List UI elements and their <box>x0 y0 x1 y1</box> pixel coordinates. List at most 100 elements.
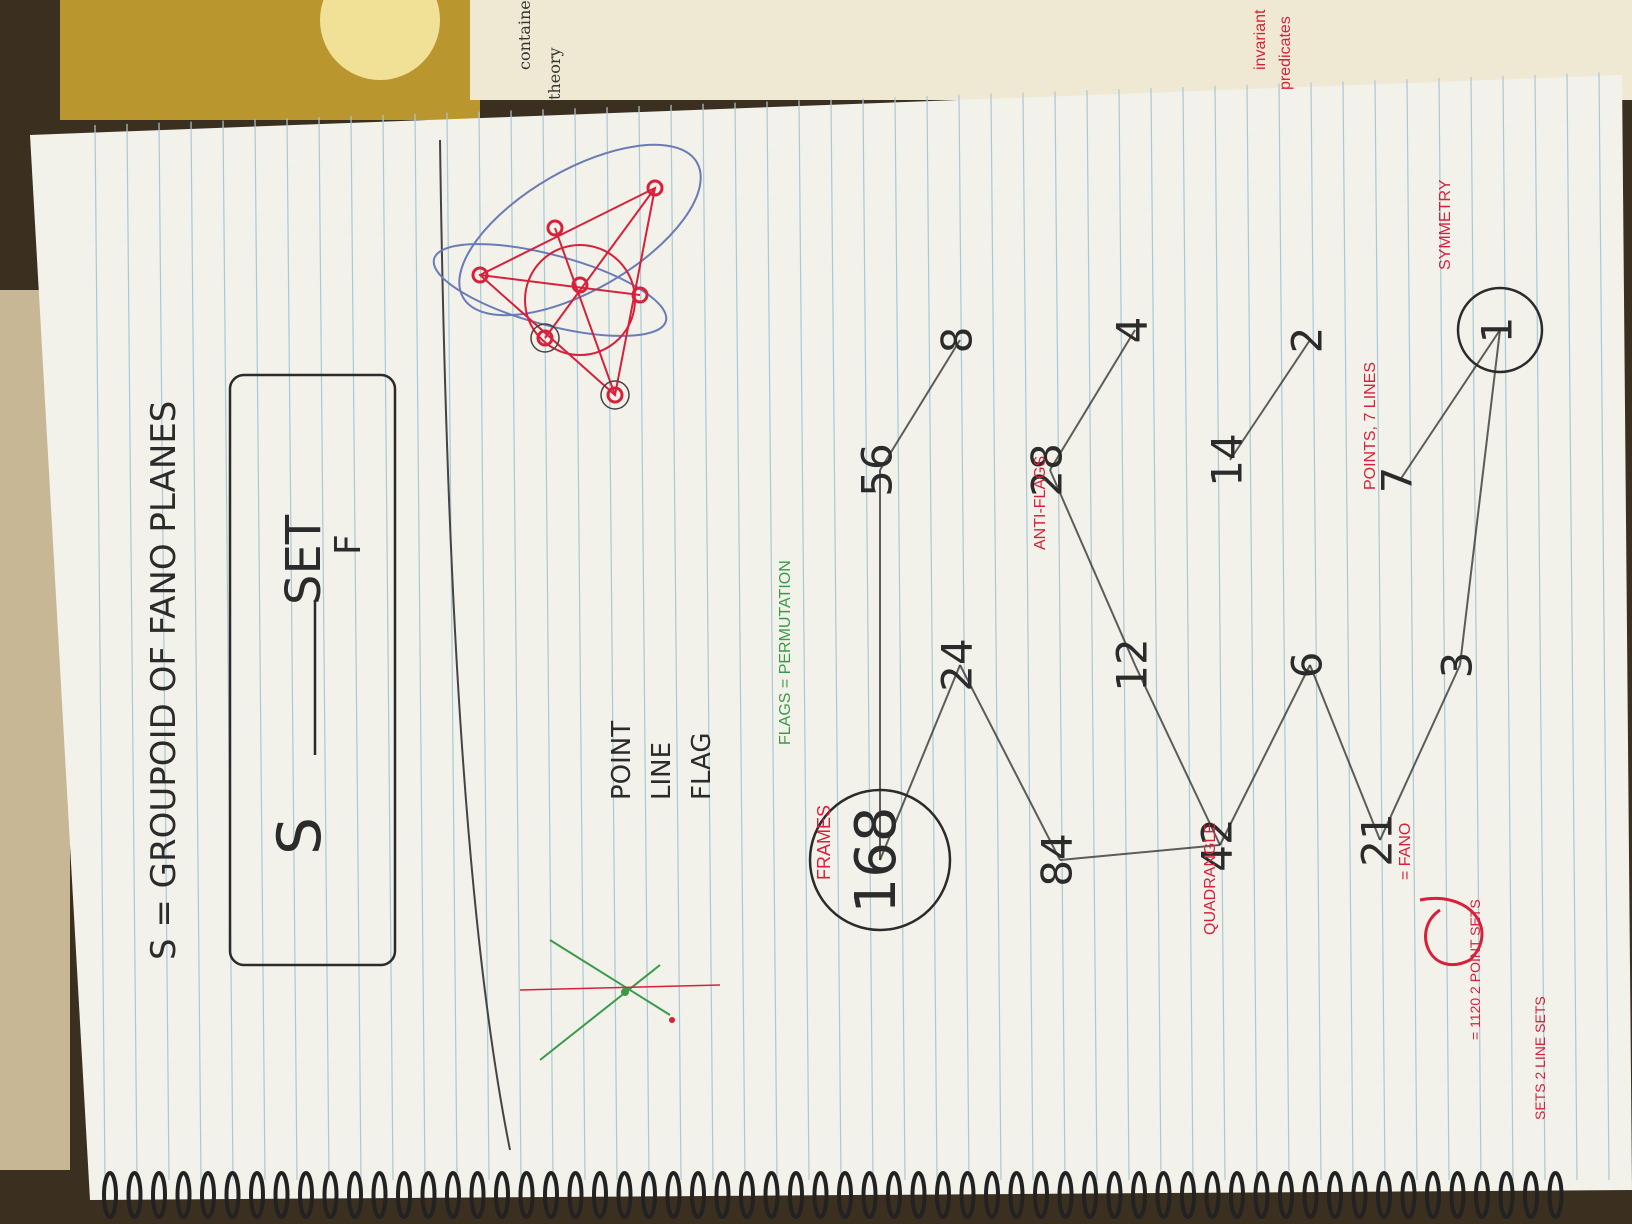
label-flag: FLAG <box>687 732 717 800</box>
ruled-line <box>798 100 810 1181</box>
anti-flags-label: ANTI-FLAGS <box>1032 456 1049 550</box>
spiral-ring <box>641 1171 657 1219</box>
quadrangle-label: QUADRANGLE <box>1202 823 1219 935</box>
lattice-node-label: 2 <box>1283 327 1332 354</box>
ruled-line <box>382 114 394 1181</box>
sets-label: SETS 2 LINE SETS <box>1532 996 1548 1120</box>
spiral-ring <box>1278 1171 1294 1219</box>
lattice-node-7: 7 <box>1373 467 1422 494</box>
spiral-ring <box>224 1171 241 1219</box>
spiral-ring <box>469 1171 486 1219</box>
ruled-line <box>94 124 106 1181</box>
spiral-ring <box>616 1171 633 1219</box>
lattice-edge <box>1309 664 1381 841</box>
spiral-ring <box>445 1171 461 1219</box>
lattice-node-84: 84 <box>1033 833 1082 886</box>
ruled-line <box>1406 79 1418 1181</box>
points-lines-annotation: POINTS, 7 LINES <box>1362 362 1379 490</box>
ruled-line <box>1118 89 1130 1181</box>
functor-group: S SET F <box>265 514 369 855</box>
spiral-ring <box>1008 1171 1025 1219</box>
crossing-sketch <box>519 939 721 1061</box>
spiral-ring <box>1229 1171 1245 1219</box>
ruled-line <box>926 95 938 1181</box>
page-divider <box>439 139 511 1151</box>
ruled-line <box>1214 85 1226 1181</box>
lattice-node-label: 8 <box>933 327 982 354</box>
ruled-line <box>1246 84 1258 1181</box>
ruled-line <box>254 119 266 1181</box>
lattice-node-label: 3 <box>1433 652 1482 679</box>
ruled-line <box>1342 81 1354 1181</box>
spiral-ring <box>1376 1171 1392 1219</box>
ruled-line <box>894 96 906 1181</box>
free-annotation: = FANO <box>1397 823 1414 880</box>
ruled-line <box>222 120 234 1181</box>
ruled-line <box>126 123 138 1181</box>
ruled-line <box>1278 83 1290 1181</box>
spiral-ring <box>837 1171 853 1219</box>
spiral-ring <box>543 1171 559 1219</box>
spiral-ring <box>200 1171 216 1219</box>
lattice-node-4: 4 <box>1108 317 1157 344</box>
ruled-line <box>734 102 746 1181</box>
lattice-edge <box>1229 339 1311 461</box>
ruled-line <box>286 118 298 1181</box>
lattice-node-label: 84 <box>1033 833 1082 886</box>
title-group: S = GROUPOID OF FANO PLANES <box>144 401 184 960</box>
functor-target: SET <box>276 514 332 605</box>
spiral-ring <box>126 1171 143 1219</box>
spiral-ring <box>151 1171 167 1219</box>
lattice-node-42: 42 <box>1193 818 1242 871</box>
frames-label: FRAMES <box>814 805 834 880</box>
lattice-node-2: 2 <box>1283 327 1332 354</box>
top-note-2: invariant <box>1252 9 1269 70</box>
ruled-line <box>318 117 330 1181</box>
lattice-node-label: 21 <box>1353 813 1402 866</box>
spiral-ring <box>1106 1171 1123 1219</box>
note-predicates: predicates <box>1277 16 1294 90</box>
lattice-node-label: 6 <box>1283 652 1332 679</box>
notebook-page <box>30 75 1632 1200</box>
functor-subscript: F <box>328 534 369 555</box>
ruled-line <box>766 101 778 1181</box>
spiral-ring <box>298 1171 314 1219</box>
spiral-ring <box>690 1171 706 1219</box>
lattice-edge <box>959 664 1061 861</box>
lattice-edge <box>1049 469 1136 666</box>
spiral-ring <box>1033 1171 1049 1219</box>
functor-box <box>228 373 397 967</box>
symmetry-label: SYMMETRY <box>1437 179 1454 270</box>
spiral-ring <box>1400 1171 1417 1219</box>
spiral-ring <box>1204 1171 1221 1219</box>
label-point: POINT <box>607 721 637 800</box>
lattice-node-8: 8 <box>933 327 982 354</box>
page-title: S = GROUPOID OF FANO PLANES <box>144 401 184 960</box>
ruled-line <box>1182 86 1194 1181</box>
top-note-3: predicates <box>1277 16 1294 90</box>
lattice-node-28: 28 <box>1023 443 1072 496</box>
spiral-ring <box>1449 1171 1466 1219</box>
lattice-node-1: 1 <box>1473 317 1522 344</box>
fano-plane-drawing <box>432 143 702 410</box>
lattice-node-21: 21 <box>1353 813 1402 866</box>
spiral-ring <box>567 1171 584 1219</box>
ruled-line <box>446 112 458 1181</box>
ruled-line <box>702 103 714 1181</box>
sets-eq-annotation: = 1120 2 POINT SETS <box>1467 899 1483 1040</box>
lattice-edge <box>1379 664 1461 841</box>
red-scribble <box>1419 897 1484 967</box>
spiral-ring <box>347 1171 363 1219</box>
ruled-line <box>1310 82 1322 1181</box>
spiral-ring <box>665 1171 682 1219</box>
ruled-line <box>190 121 202 1181</box>
spiral-ring <box>1180 1171 1196 1219</box>
spiral-ring <box>396 1171 412 1219</box>
sets-annotation: SETS 2 LINE SETS <box>1532 996 1548 1120</box>
lattice-edge <box>1219 664 1311 846</box>
spiral-ring <box>1523 1171 1539 1219</box>
top-note-4: contained <box>515 0 534 70</box>
lattice-node-6: 6 <box>1283 652 1332 679</box>
lattice-node-label: 4 <box>1108 317 1157 344</box>
top-note-1: theory <box>545 47 564 100</box>
